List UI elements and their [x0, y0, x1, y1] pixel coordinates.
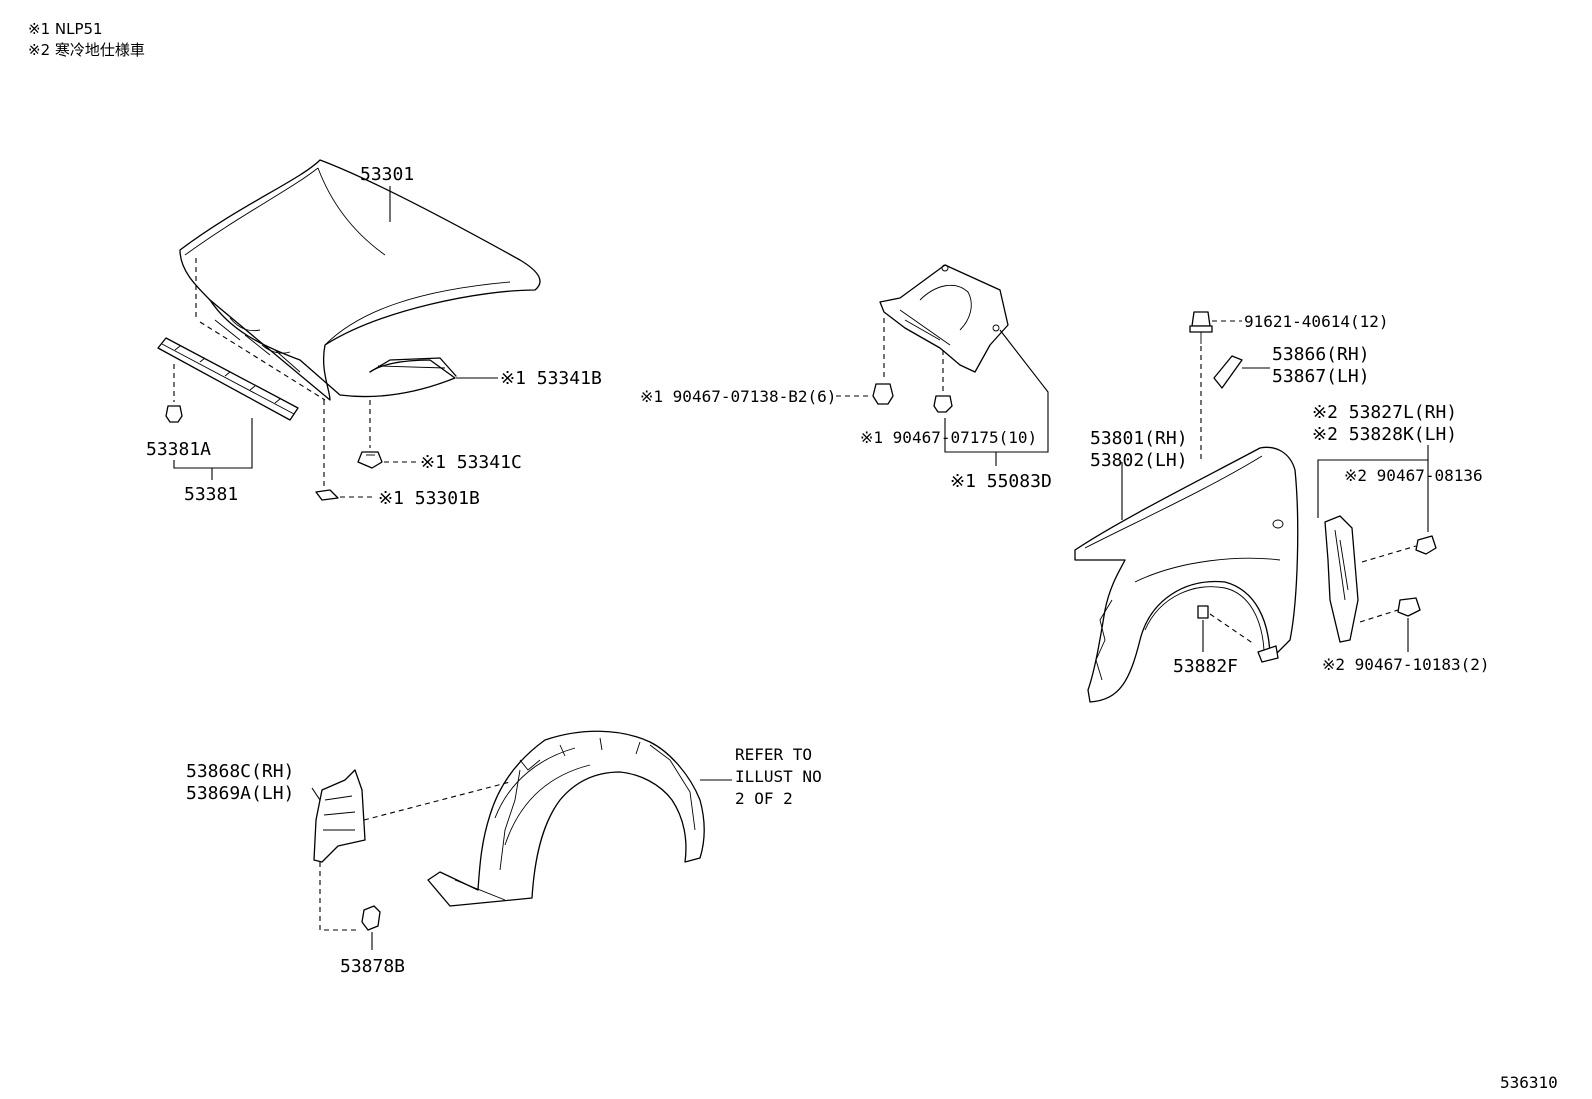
fender-liner-icon: [1324, 515, 1359, 643]
label-53381a: 53381A: [146, 439, 211, 460]
shield-dash: [363, 781, 511, 821]
cover-55083d: [879, 264, 1009, 373]
bolt-icon: [1189, 311, 1213, 344]
clip-10183-icon: [1397, 597, 1421, 617]
pad-icon: [1197, 605, 1209, 619]
note-2: ※2 寒冷地仕様車: [28, 41, 145, 59]
label-53828k: ※2 53828K(LH): [1312, 424, 1457, 445]
bracket-53827l: [1317, 445, 1429, 518]
label-53882f: 53882F: [1173, 656, 1238, 677]
label-53341b: ※1 53341B: [500, 368, 602, 389]
label-53867: 53867(LH): [1272, 366, 1370, 387]
fender-panel: [1074, 446, 1299, 703]
splash-shield-icon: [313, 769, 366, 863]
label-90467-07138-b2: ※1 90467-07138-B2(6): [640, 387, 836, 406]
note-1: ※1 NLP51: [28, 20, 103, 38]
hood-dash-2: [199, 321, 326, 401]
clip-53878b-icon: [361, 905, 381, 931]
label-53868c: 53868C(RH): [186, 761, 294, 782]
label-53801: 53801(RH): [1090, 428, 1188, 449]
hood-panel: [179, 159, 541, 401]
label-53802: 53802(LH): [1090, 450, 1188, 471]
shield-clip-dash: [319, 862, 360, 931]
hood-cushion-icon: [315, 489, 339, 501]
refer-text-3: 2 OF 2: [735, 789, 793, 808]
label-53878b: 53878B: [340, 956, 405, 977]
label-53827l: ※2 53827L(RH): [1312, 402, 1457, 423]
clip-08136-icon: [1415, 535, 1437, 555]
pad-dash: [1209, 613, 1255, 645]
refer-text-2: ILLUST NO: [735, 767, 822, 786]
label-90467-08136: ※2 90467-08136: [1344, 466, 1483, 485]
seal-clip-icon: [165, 405, 183, 423]
label-53381: 53381: [184, 484, 238, 505]
figure-number: 536310: [1500, 1073, 1558, 1092]
liner-dash-1: [1361, 545, 1417, 563]
label-53301: 53301: [360, 164, 414, 185]
hood-seal-strip: [157, 337, 299, 421]
leader-53868c: [311, 787, 321, 801]
label-55083d: ※1 55083D: [950, 471, 1052, 492]
label-53866: 53866(RH): [1272, 344, 1370, 365]
label-90467-07175: ※1 90467-07175(10): [860, 428, 1037, 447]
label-91621-40614: 91621-40614(12): [1244, 312, 1389, 331]
clip-b2-icon: [872, 383, 894, 405]
label-53869a: 53869A(LH): [186, 783, 294, 804]
hood-clip-icon: [357, 451, 383, 469]
clip-07175-icon: [933, 395, 953, 413]
liner-dash-2: [1359, 609, 1399, 623]
refer-text-1: REFER TO: [735, 745, 812, 764]
label-90467-10183: ※2 90467-10183(2): [1322, 655, 1490, 674]
bracket-53381: [173, 418, 253, 469]
fender-bracket-icon: [1213, 355, 1243, 389]
label-53341c: ※1 53341C: [420, 452, 522, 473]
label-53301b: ※1 53301B: [378, 488, 480, 509]
wheel-liner: [427, 730, 705, 907]
bracket-55083d: [944, 329, 1049, 453]
